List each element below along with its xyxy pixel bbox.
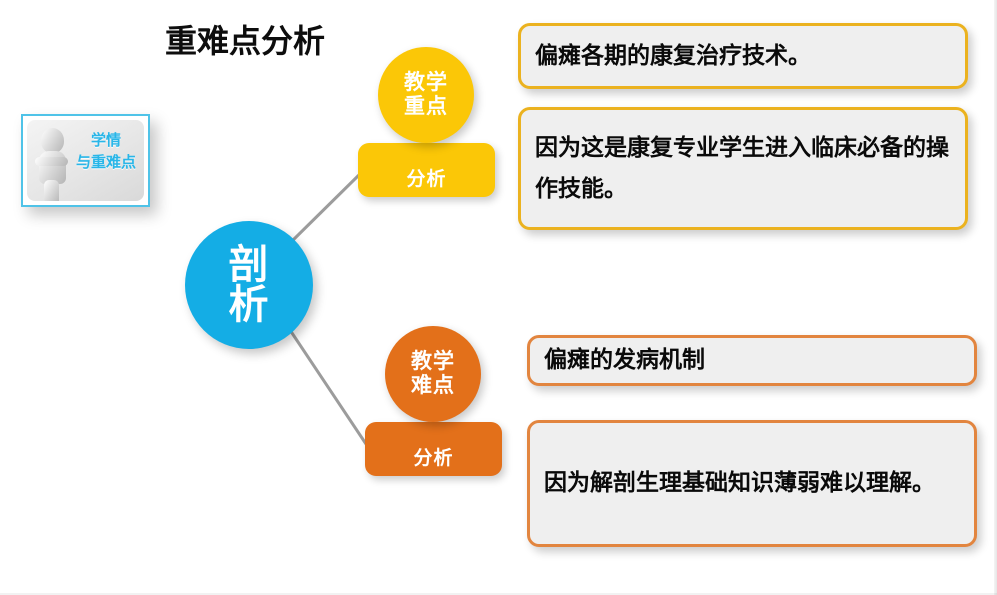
node-hard-points-line2: 难点: [411, 373, 455, 397]
node-key-points-tab-label: 分析: [406, 167, 447, 190]
hub-circle-label: 剖 析: [229, 245, 270, 325]
hub-circle-剖析[interactable]: 剖 析: [185, 221, 313, 349]
thumbnail-card-学情与重难点[interactable]: 学情 与重难点: [21, 114, 150, 207]
person-figure-leg-icon: [44, 180, 59, 201]
node-key-points-line2: 重点: [404, 94, 448, 118]
page-title: 重难点分析: [165, 22, 326, 60]
callout-key-content: 偏瘫各期的康复治疗技术。: [518, 23, 968, 89]
node-hard-points-tab-label: 分析: [413, 446, 454, 469]
node-key-points-line1: 教学: [404, 70, 448, 95]
callout-key-content-text: 偏瘫各期的康复治疗技术。: [535, 42, 811, 69]
thumbnail-card-label: 学情 与重难点: [71, 130, 141, 174]
node-hard-points-tab[interactable]: 分析: [365, 422, 502, 476]
hub-label-line2: 析: [228, 282, 270, 328]
callout-hard-content: 偏瘫的发病机制: [527, 335, 977, 386]
thumbnail-inner-panel: 学情 与重难点: [27, 120, 144, 201]
connector-hub-to-hard: [288, 329, 370, 448]
page-edge-right: [994, 0, 997, 595]
node-hard-points[interactable]: 分析 教学 难点: [365, 326, 502, 476]
callout-hard-reason-text: 因为解剖生理基础知识薄弱难以理解。: [544, 470, 935, 497]
person-figure-body-icon: [39, 151, 66, 184]
person-figure-arm-icon: [35, 157, 68, 166]
callout-hard-content-text: 偏瘫的发病机制: [544, 347, 705, 374]
thumbnail-card-label-line1: 学情: [90, 131, 121, 149]
person-figure-head-icon: [41, 128, 64, 153]
node-key-points-circle[interactable]: 教学 重点: [378, 47, 474, 143]
node-hard-points-circle[interactable]: 教学 难点: [385, 326, 481, 422]
callout-key-reason-text: 因为这是康复专业学生进入临床必备的操作技能。: [535, 134, 949, 202]
hub-label-line1: 剖: [228, 242, 270, 288]
node-key-points-tab[interactable]: 分析: [358, 143, 495, 197]
node-key-points[interactable]: 分析 教学 重点: [358, 47, 495, 197]
callout-hard-reason: 因为解剖生理基础知识薄弱难以理解。: [527, 420, 977, 547]
node-hard-points-circle-label: 教学 难点: [411, 350, 455, 397]
node-key-points-circle-label: 教学 重点: [404, 71, 448, 118]
node-hard-points-line1: 教学: [411, 349, 455, 374]
page-edge-bottom: [0, 593, 997, 595]
thumbnail-card-label-line2: 与重难点: [75, 152, 136, 171]
callout-key-reason: 因为这是康复专业学生进入临床必备的操作技能。: [518, 107, 968, 230]
connector-hub-to-key: [286, 170, 364, 247]
